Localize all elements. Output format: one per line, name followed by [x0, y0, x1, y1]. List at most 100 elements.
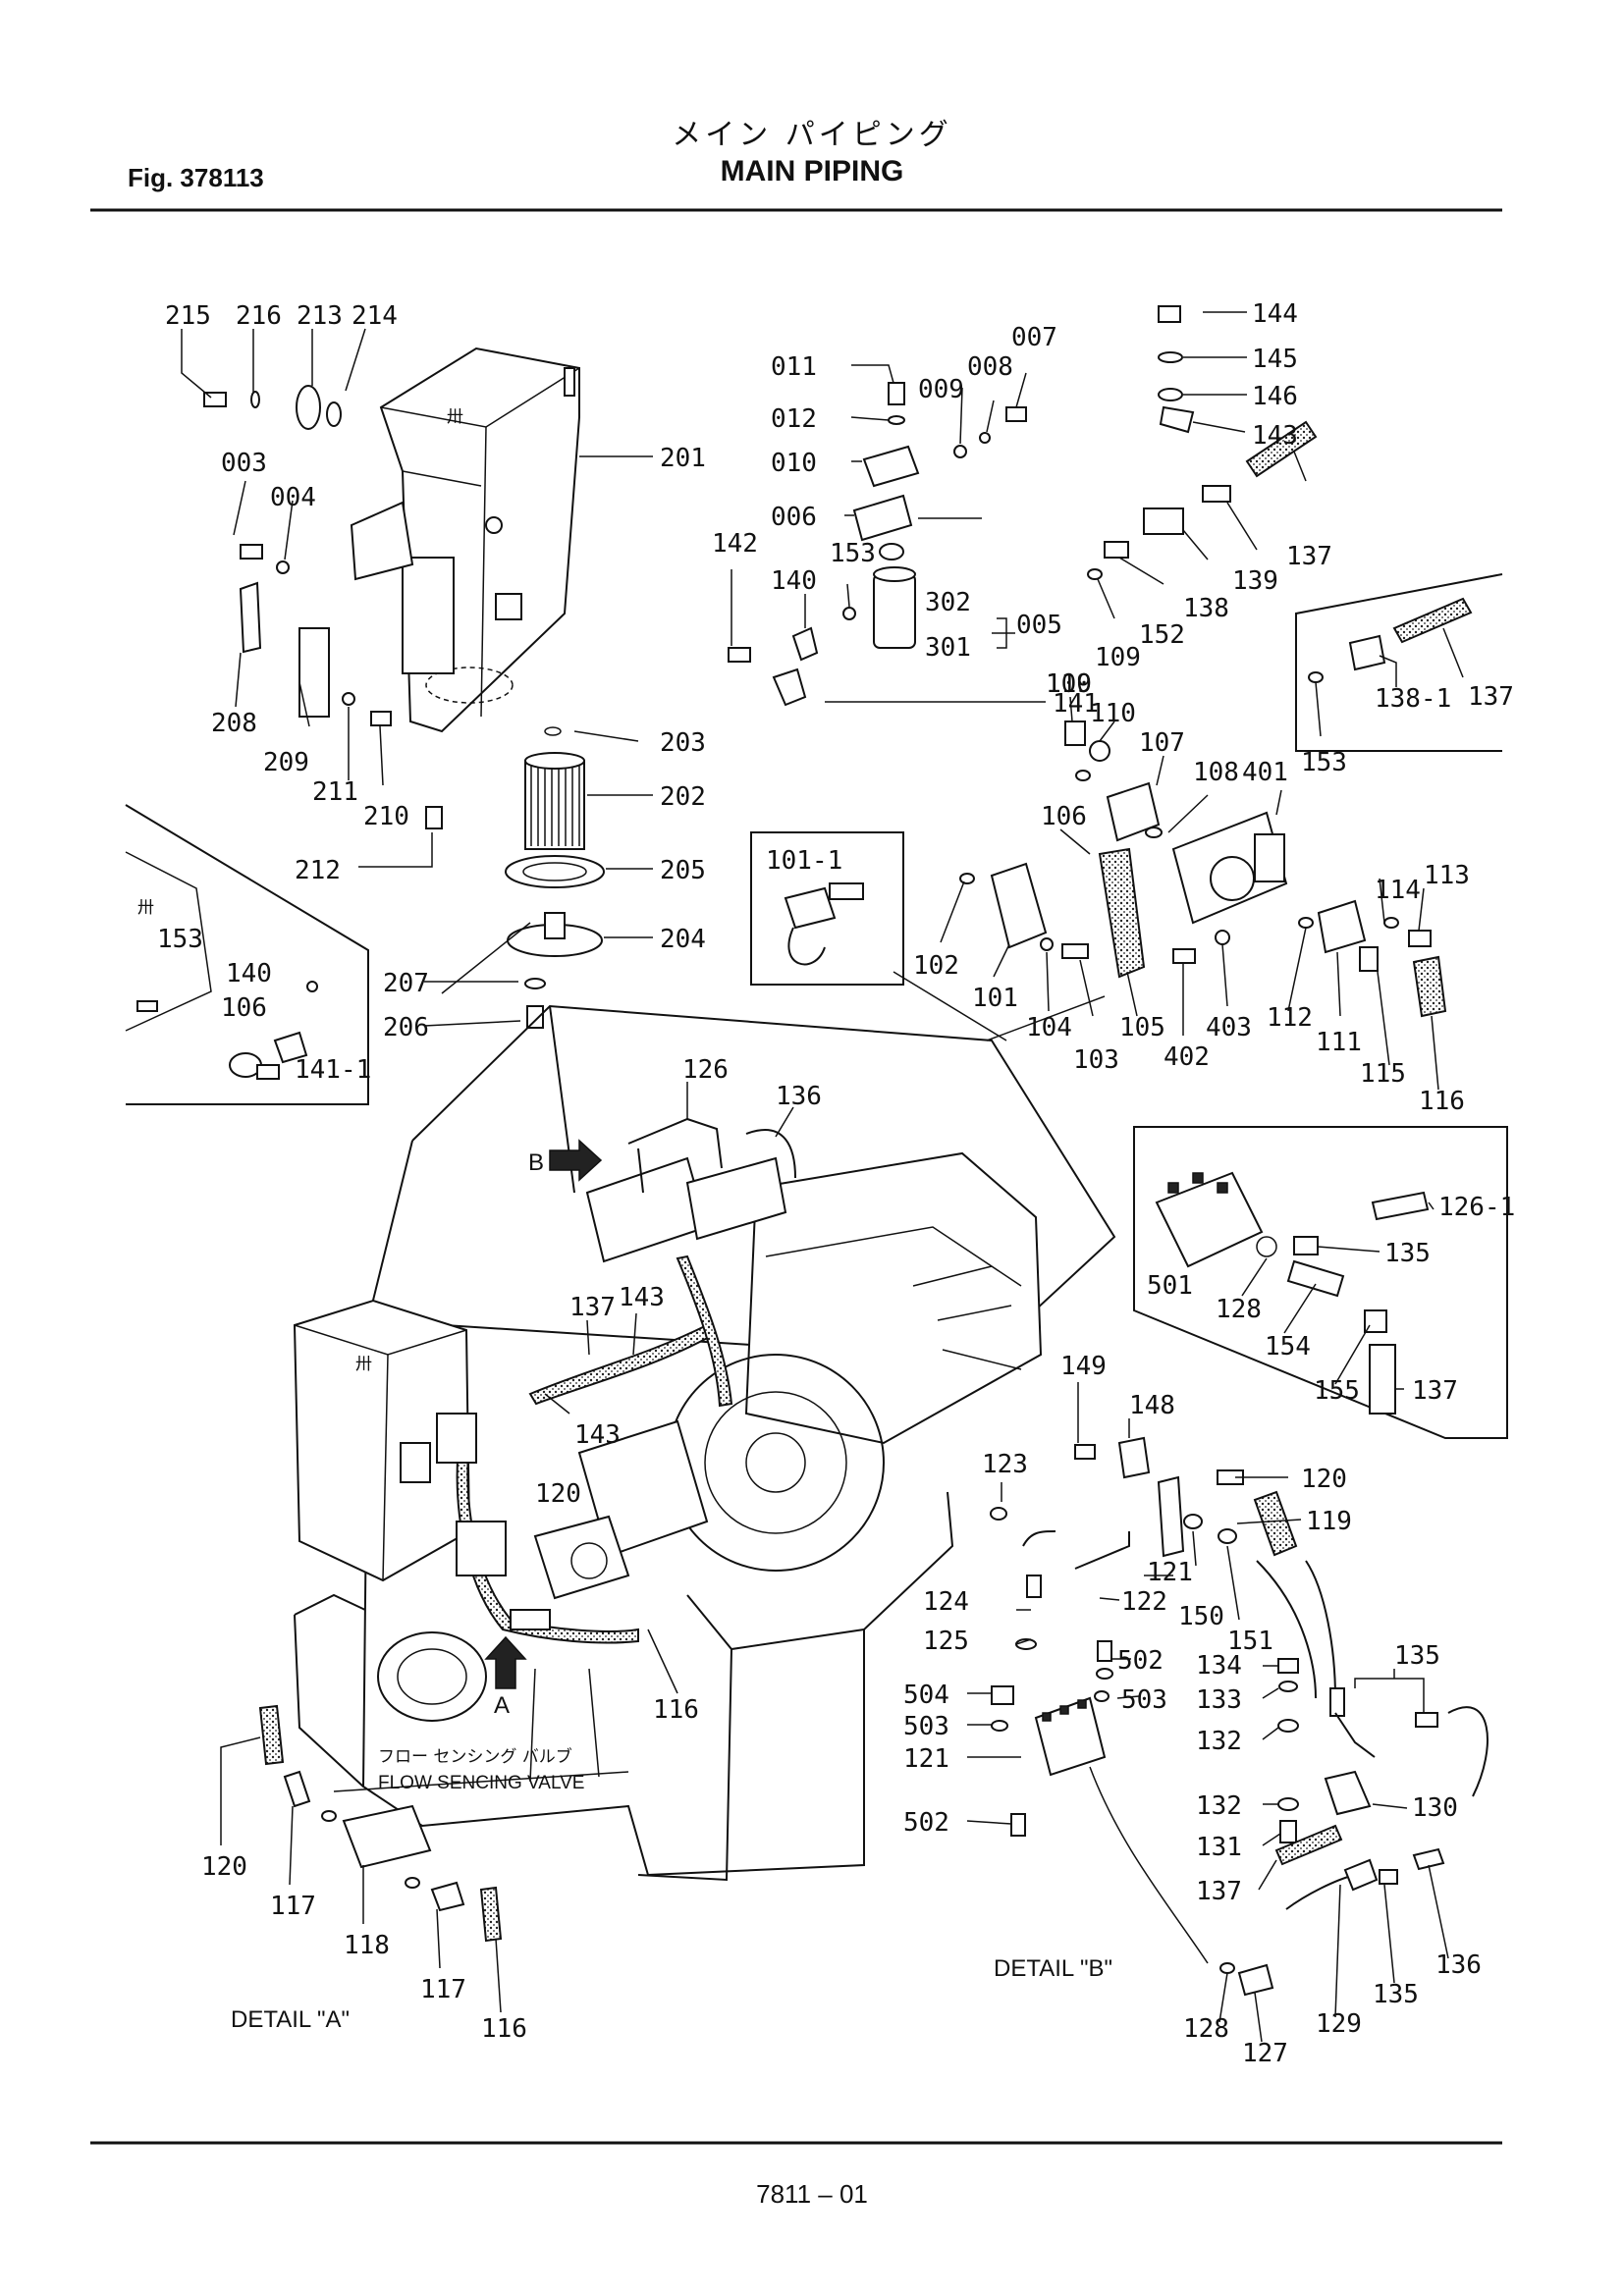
part-label: 138-1	[1375, 684, 1451, 714]
part-label: 215	[165, 301, 211, 331]
part-label: 143	[1252, 421, 1298, 451]
part-label: 006	[771, 503, 817, 532]
part-label: 111	[1316, 1028, 1362, 1057]
part-label: 128	[1216, 1295, 1262, 1324]
part-label: 211	[312, 777, 358, 807]
part-label: 101-1	[766, 846, 842, 876]
leader-lines	[181, 311, 1464, 2043]
part-label: 135	[1384, 1239, 1431, 1268]
part-label: 104	[1026, 1013, 1072, 1042]
part-label: 153	[1301, 748, 1347, 777]
part-label: 143	[574, 1420, 621, 1450]
part-label: 142	[712, 529, 758, 559]
part-label: 011	[771, 352, 817, 382]
part-label: 137	[1196, 1877, 1242, 1906]
captions: フロー センシング バルブ FLOW SENCING VALVE DETAIL …	[231, 1746, 1112, 2033]
view-arrows: B A	[484, 1139, 603, 1719]
part-label: 114	[1375, 876, 1421, 905]
detail-b-caption: DETAIL "B"	[994, 1955, 1112, 1982]
part-label: 009	[918, 375, 964, 404]
detail-b	[990, 1436, 1489, 1997]
part-label: 109	[1046, 669, 1092, 699]
hydraulic-tank: 卅	[239, 347, 580, 733]
part-label: 141-1	[295, 1055, 371, 1085]
part-label: 153	[830, 539, 876, 568]
part-label: 502	[903, 1808, 949, 1838]
part-label: 010	[771, 449, 817, 478]
part-label: 007	[1011, 323, 1057, 352]
part-label: 205	[660, 856, 706, 885]
return-filter-assembly	[728, 382, 1027, 707]
machine-body: 卅	[293, 1004, 1116, 1882]
part-label: 138	[1183, 594, 1229, 623]
part-label: 151	[1227, 1627, 1273, 1656]
flow-valve-caption: FLOW SENCING VALVE	[378, 1773, 584, 1793]
part-label: 212	[295, 856, 341, 885]
part-label: 146	[1252, 382, 1298, 411]
part-label: 206	[383, 1013, 429, 1042]
part-label: 213	[297, 301, 343, 331]
part-label: 132	[1196, 1791, 1242, 1821]
pilot-line-fittings	[1087, 305, 1318, 580]
part-label: 136	[776, 1082, 822, 1111]
part-label: 139	[1232, 566, 1278, 596]
page-title: MAIN PIPING	[720, 155, 904, 187]
part-label: 502	[1117, 1646, 1164, 1676]
part-label: 109	[1095, 643, 1141, 672]
part-label: 501	[1147, 1271, 1193, 1301]
part-label: 124	[923, 1587, 969, 1617]
part-label: 131	[1196, 1833, 1242, 1862]
part-label: 134	[1196, 1651, 1242, 1681]
part-label: 121	[903, 1744, 949, 1774]
detail-a-caption: DETAIL "A"	[231, 2006, 350, 2033]
part-label: 503	[1121, 1685, 1167, 1715]
part-label: 105	[1119, 1013, 1165, 1042]
part-label: 201	[660, 444, 706, 473]
part-label: 119	[1306, 1507, 1352, 1536]
part-label: 103	[1073, 1045, 1119, 1075]
inset-501-block	[1133, 1126, 1508, 1439]
part-label: 130	[1412, 1793, 1458, 1823]
part-label: 202	[660, 782, 706, 812]
part-label: 116	[1419, 1087, 1465, 1116]
part-label: 140	[771, 566, 817, 596]
part-label: 101	[972, 984, 1018, 1013]
inset-101-1	[750, 831, 904, 986]
part-label: 140	[226, 959, 272, 988]
part-label: 135	[1394, 1641, 1440, 1671]
part-label: 121	[1147, 1558, 1193, 1587]
part-label: 148	[1129, 1391, 1175, 1420]
part-label: 008	[967, 352, 1013, 382]
part-label: 004	[270, 483, 316, 512]
part-label: 115	[1360, 1059, 1406, 1089]
part-label: 126-1	[1438, 1193, 1515, 1222]
part-label: 137	[1468, 682, 1514, 712]
part-label: 150	[1178, 1602, 1224, 1631]
part-label: 129	[1316, 2009, 1362, 2039]
part-label: 116	[481, 2014, 527, 2044]
part-label: 132	[1196, 1727, 1242, 1756]
part-label: 128	[1183, 2014, 1229, 2044]
part-label: 204	[660, 925, 706, 954]
svg-text:卅: 卅	[447, 407, 463, 427]
arrow-b-label: B	[528, 1149, 544, 1176]
part-label: 127	[1242, 2039, 1288, 2068]
detail-a	[258, 1704, 503, 1943]
part-label: 207	[383, 969, 429, 998]
part-label: 102	[913, 951, 959, 981]
part-label: 301	[925, 633, 971, 663]
figure-number: Fig. 378113	[128, 163, 264, 192]
part-label: 209	[263, 748, 309, 777]
page-code: 7811 – 01	[756, 2179, 868, 2209]
part-label: 123	[982, 1450, 1028, 1479]
suction-filter	[505, 726, 605, 1029]
part-label: 154	[1265, 1332, 1311, 1362]
part-label: 137	[1286, 542, 1332, 571]
part-label: 153	[157, 925, 203, 954]
part-label: 116	[653, 1695, 699, 1725]
part-label: 133	[1196, 1685, 1242, 1715]
part-label: 136	[1435, 1950, 1482, 1980]
flow-valve-caption-jp: フロー センシング バルブ	[378, 1746, 572, 1767]
part-label: 155	[1314, 1376, 1360, 1406]
